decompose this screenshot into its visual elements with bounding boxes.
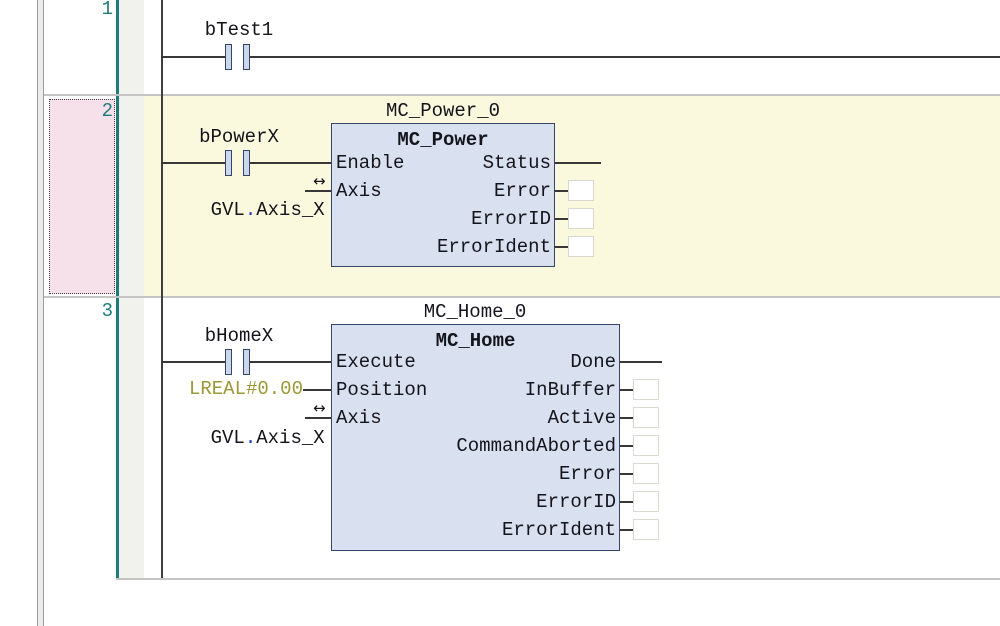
fb-mc-power[interactable] [331, 123, 555, 267]
pin-active[interactable]: Active [547, 407, 616, 429]
contact-bar [225, 44, 232, 70]
rung-divider [44, 296, 1000, 298]
contact-bar [225, 349, 232, 375]
contact-label-bPowerX[interactable]: bPowerX [199, 126, 279, 148]
output-assign-box[interactable] [633, 407, 659, 428]
rung-number-1: 1 [101, 0, 113, 20]
output-assign-box[interactable] [633, 379, 659, 400]
wire [555, 218, 568, 220]
wire [620, 445, 633, 447]
pin-errorident[interactable]: ErrorIdent [436, 236, 551, 258]
rung-divider [116, 578, 1000, 580]
pin-status[interactable]: Status [482, 152, 551, 174]
contact-label-bHomeX[interactable]: bHomeX [204, 325, 274, 347]
pin-done[interactable]: Done [570, 351, 616, 373]
operand-axis-variable[interactable]: GVL.Axis_X [165, 405, 325, 471]
fb-instance-label[interactable]: MC_Home_0 [423, 301, 527, 323]
wire [161, 162, 227, 164]
wire [555, 190, 568, 192]
wire [250, 361, 331, 363]
pin-inbuffer[interactable]: InBuffer [524, 379, 616, 401]
rung-gutter [119, 0, 144, 580]
operand-namespace: GVL [210, 427, 245, 449]
output-assign-box[interactable] [633, 463, 659, 484]
pin-error[interactable]: Error [493, 180, 551, 202]
wire [555, 162, 601, 164]
wire [250, 162, 331, 164]
fb-instance-label[interactable]: MC_Power_0 [385, 100, 501, 122]
rung-divider [44, 94, 1000, 96]
output-assign-box[interactable] [633, 519, 659, 540]
operand-position-literal[interactable]: LREAL#0.00 [188, 378, 303, 400]
rung-number-2: 2 [101, 100, 113, 122]
pin-enable[interactable]: Enable [336, 152, 405, 174]
output-assign-box[interactable] [633, 491, 659, 512]
wire [305, 190, 331, 192]
wire [161, 56, 227, 58]
wire [250, 56, 1000, 58]
pin-position[interactable]: Position [336, 379, 428, 401]
operand-axis-variable[interactable]: GVL.Axis_X [165, 177, 325, 243]
pin-error[interactable]: Error [558, 463, 616, 485]
operand-dot: . [244, 199, 257, 221]
pin-execute[interactable]: Execute [336, 351, 416, 373]
contact-bar [225, 150, 232, 176]
inout-ref-icon: ↔ [313, 399, 326, 417]
operand-varname: Axis_X [256, 427, 325, 449]
wire [620, 473, 633, 475]
operand-dot: . [244, 427, 257, 449]
output-assign-box[interactable] [568, 208, 594, 229]
pin-errorid[interactable]: ErrorID [536, 491, 616, 513]
contact-bar [243, 349, 250, 375]
wire [303, 389, 331, 391]
wire [620, 389, 633, 391]
wire [620, 361, 662, 363]
wire [620, 501, 633, 503]
output-assign-box[interactable] [568, 236, 594, 257]
operand-namespace: GVL [210, 199, 245, 221]
pin-axis[interactable]: Axis [336, 407, 382, 429]
panel-splitter[interactable] [37, 0, 44, 626]
pin-commandaborted[interactable]: CommandAborted [456, 435, 616, 457]
wire [555, 246, 568, 248]
contact-bar [243, 44, 250, 70]
rung2-margin-selection[interactable] [49, 99, 115, 294]
output-assign-box[interactable] [633, 435, 659, 456]
pin-errorid[interactable]: ErrorID [471, 208, 551, 230]
editor-left-rail [116, 0, 119, 580]
contact-label-bTest1[interactable]: bTest1 [204, 19, 274, 41]
wire [620, 417, 633, 419]
fb-title: MC_Home [435, 330, 516, 352]
output-assign-box[interactable] [568, 180, 594, 201]
pin-axis[interactable]: Axis [336, 180, 382, 202]
rung-number-3: 3 [101, 300, 113, 322]
fb-title: MC_Power [397, 129, 489, 151]
fb-mc-home[interactable] [331, 324, 620, 551]
wire [161, 361, 227, 363]
pin-errorident[interactable]: ErrorIdent [501, 519, 616, 541]
wire [620, 529, 633, 531]
power-rail [161, 0, 163, 578]
contact-bar [243, 150, 250, 176]
inout-ref-icon: ↔ [313, 172, 326, 190]
operand-varname: Axis_X [256, 199, 325, 221]
wire [305, 417, 331, 419]
